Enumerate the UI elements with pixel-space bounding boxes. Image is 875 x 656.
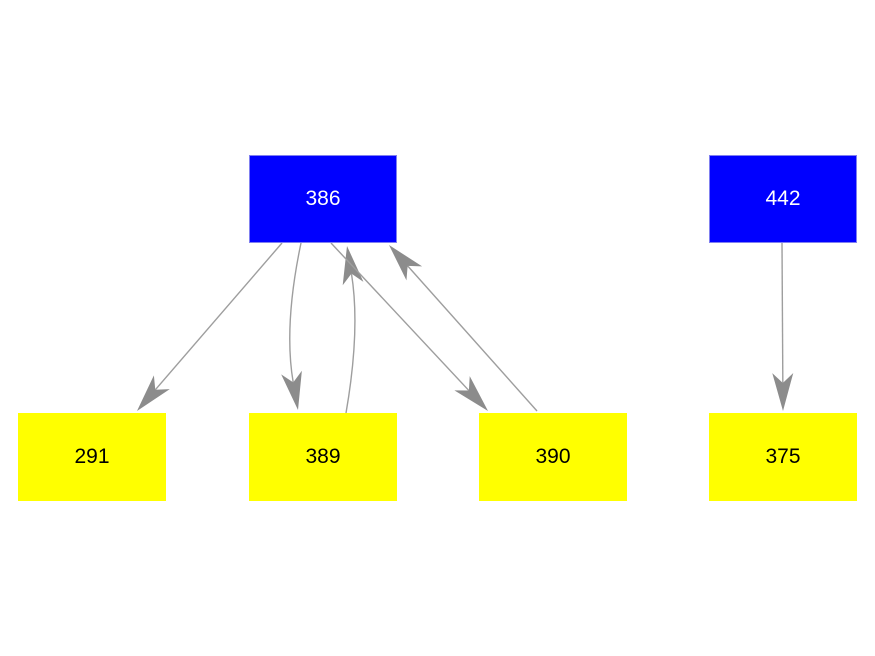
node-label-442: 442 [765, 187, 801, 210]
node-386: 386 [249, 155, 397, 243]
edge-390-386 [407, 265, 538, 412]
node-label-291: 291 [74, 445, 110, 468]
arrowhead-386-291 [137, 375, 170, 411]
node-label-386: 386 [305, 187, 341, 210]
edge-442-375 [781, 242, 784, 384]
edge-389-386 [345, 273, 356, 414]
node-390: 390 [479, 413, 627, 501]
node-389: 389 [249, 413, 397, 501]
node-label-375: 375 [765, 445, 801, 468]
arrowhead-442-375 [772, 372, 794, 411]
edge-386-389 [289, 242, 302, 383]
edge-386-390 [330, 242, 470, 392]
arrowhead-390-386 [389, 245, 423, 281]
node-label-389: 389 [305, 445, 341, 468]
arrowhead-386-389 [281, 370, 302, 410]
edge-386-291 [154, 242, 283, 391]
node-442: 442 [709, 155, 857, 243]
arrowhead-386-390 [454, 376, 488, 411]
node-375: 375 [709, 413, 857, 501]
node-label-390: 390 [535, 445, 571, 468]
node-291: 291 [18, 413, 166, 501]
